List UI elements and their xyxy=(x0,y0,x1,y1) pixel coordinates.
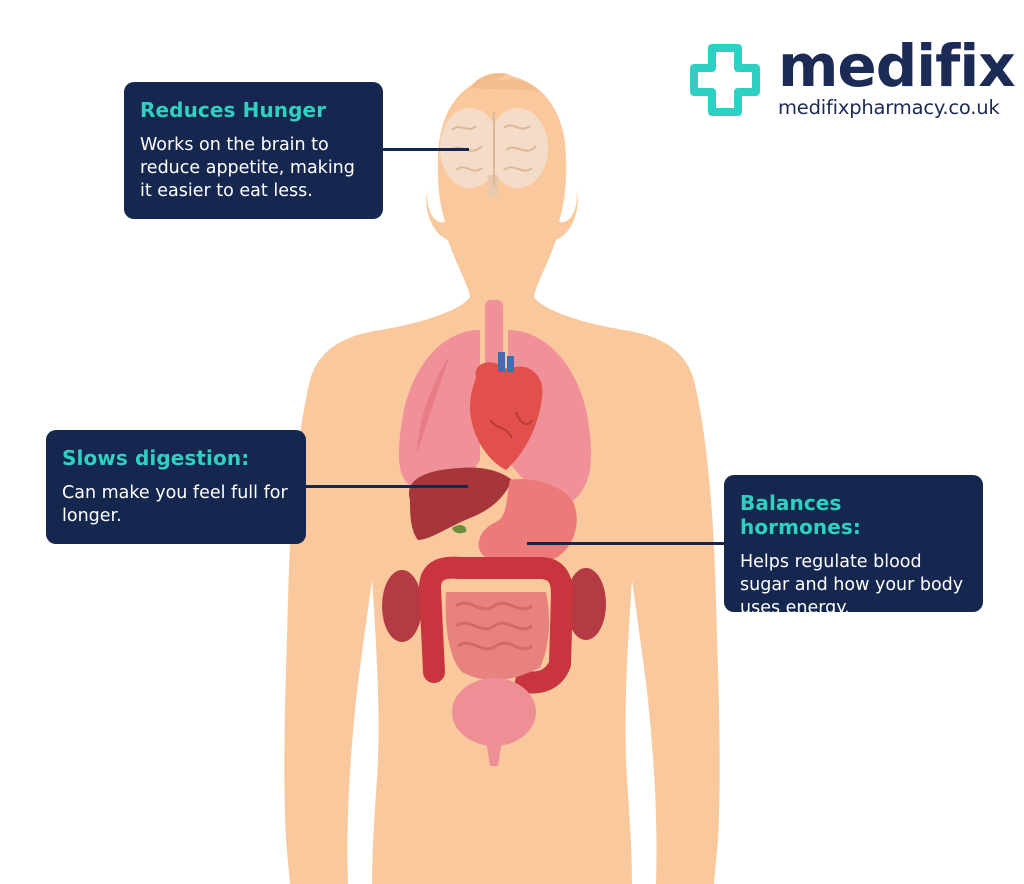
callout-title: Balances hormones: xyxy=(740,491,862,539)
bladder xyxy=(452,678,536,766)
small-intestine xyxy=(445,592,550,681)
callout-body: Can make you feel full for longer. xyxy=(62,483,288,526)
brand-name: medifix xyxy=(778,32,1016,100)
colon xyxy=(419,556,573,694)
callout-title: Reduces Hunger xyxy=(140,98,327,122)
brand-url: medifixpharmacy.co.uk xyxy=(778,96,1000,119)
connector-pancreas xyxy=(527,542,724,545)
medical-cross-logo-icon xyxy=(690,44,760,116)
kidney-right xyxy=(566,568,606,640)
brain xyxy=(440,108,548,197)
connector-stomach xyxy=(306,485,468,488)
callout-reduces-hunger: Reduces Hunger Works on the brain to red… xyxy=(124,82,383,219)
kidney-left xyxy=(382,570,422,642)
heart xyxy=(470,352,543,470)
connector-brain xyxy=(383,148,469,151)
callout-body: Works on the brain to reduce appetite, m… xyxy=(140,135,355,201)
callout-balances-hormones: Balances hormones: Helps regulate blood … xyxy=(724,475,983,618)
callout-title: Slows digestion: xyxy=(62,446,250,470)
brand-logo: medifix medifixpharmacy.co.uk xyxy=(690,34,1016,120)
gallbladder xyxy=(452,525,467,534)
callout-slows-digestion: Slows digestion: Can make you feel full … xyxy=(46,430,306,544)
callout-body: Helps regulate blood sugar and how your … xyxy=(740,552,964,618)
